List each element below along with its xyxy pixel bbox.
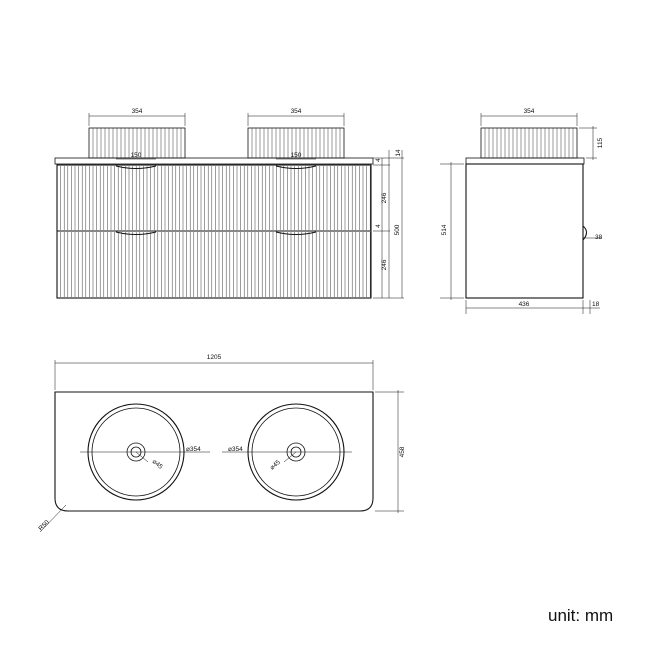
dim-front-top-thickness: 14 <box>395 149 402 157</box>
side-countertop <box>465 157 585 165</box>
dim-front-handle-left: 150 <box>131 152 142 159</box>
dim-side-basin-width: 354 <box>524 108 535 115</box>
dim-top-drain-left-dia: ⌀45 <box>151 458 164 471</box>
dim-side-top-overhang: 18 <box>592 301 600 308</box>
dim-top-corner-radius: R50 <box>37 519 51 533</box>
dim-top-total-width: 1205 <box>207 354 222 361</box>
front-countertop <box>54 157 374 165</box>
dim-side-depth: 436 <box>519 301 530 308</box>
side-view: 354 115 514 38 436 18 <box>440 108 604 314</box>
top-view: ⌀354 ⌀45 ⌀354 ⌀45 1205 458 R50 <box>37 354 406 532</box>
dim-side-handle-depth: 38 <box>595 234 603 241</box>
dim-top-basin-left-dia: ⌀354 <box>186 446 201 453</box>
dim-top-basin-right-dia: ⌀354 <box>228 446 243 453</box>
side-handle <box>582 225 588 241</box>
front-handle-bottom-left <box>115 231 157 236</box>
dim-front-basin-right: 354 <box>291 108 302 115</box>
unit-label: unit: mm <box>548 606 614 625</box>
front-drawer-top-flutes <box>60 166 371 230</box>
front-handle-top-left <box>115 165 157 170</box>
dim-top-drain-right-dia: ⌀45 <box>269 459 282 472</box>
front-handle-top-right <box>275 165 317 170</box>
side-cabinet <box>465 163 584 299</box>
dim-front-handle-right: 150 <box>291 152 302 159</box>
dim-front-basin-left: 354 <box>132 108 143 115</box>
dim-front-drawer-bottom: 246 <box>381 259 388 270</box>
front-drawer-bottom-flutes <box>60 232 371 297</box>
top-countertop-outline <box>54 391 374 512</box>
dim-side-basin-height: 115 <box>597 137 604 148</box>
dim-front-gap-top: 4 <box>375 158 382 162</box>
dim-front-total-height: 500 <box>394 224 401 235</box>
dim-top-depth: 458 <box>399 446 406 457</box>
front-handle-bottom-right <box>275 231 317 236</box>
dim-side-cabinet-height: 514 <box>441 224 448 235</box>
front-basin-right <box>247 127 345 159</box>
side-basin <box>480 127 578 159</box>
dim-front-gap-mid: 4 <box>375 224 382 228</box>
dim-front-drawer-top: 246 <box>381 192 388 203</box>
front-view: 354 354 150 150 14 4 246 4 246 500 <box>54 108 404 299</box>
